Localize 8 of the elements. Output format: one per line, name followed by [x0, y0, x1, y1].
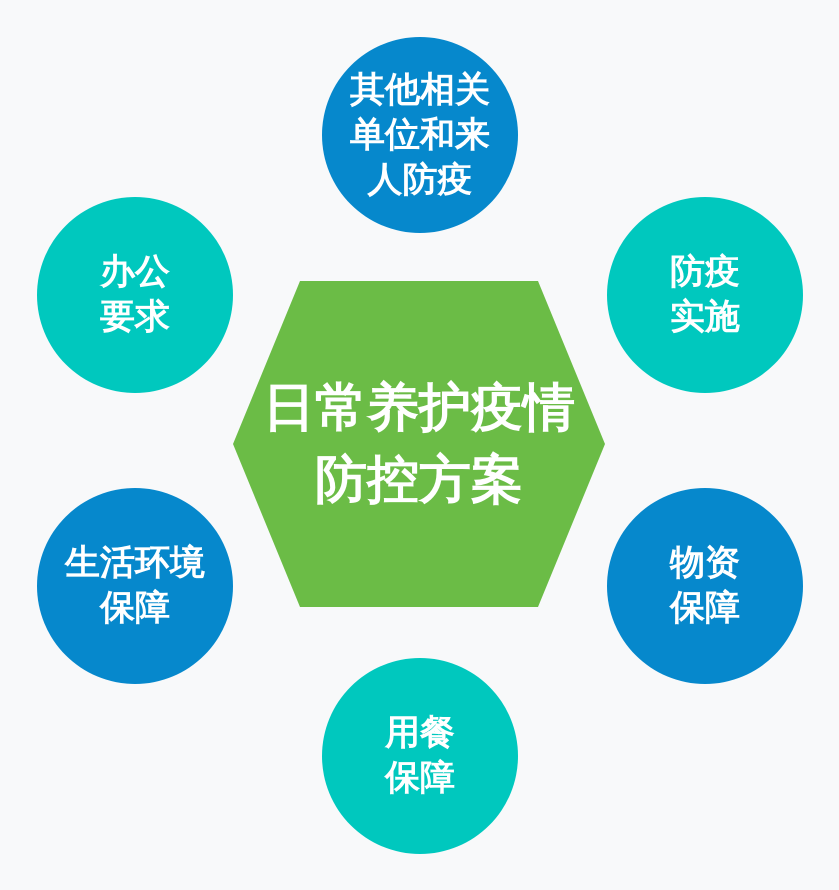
node-label: 日常养护疫情防控方案 — [262, 377, 576, 512]
node-label: 生活环境保障 — [64, 542, 206, 630]
node-label: 用餐保障 — [384, 712, 456, 800]
hexagon-node — [233, 281, 605, 607]
node-label: 防疫实施 — [669, 251, 741, 339]
node-label: 其他相关单位和来人防疫 — [349, 68, 491, 202]
node-label: 办公要求 — [99, 251, 171, 339]
node-label: 物资保障 — [669, 542, 741, 630]
